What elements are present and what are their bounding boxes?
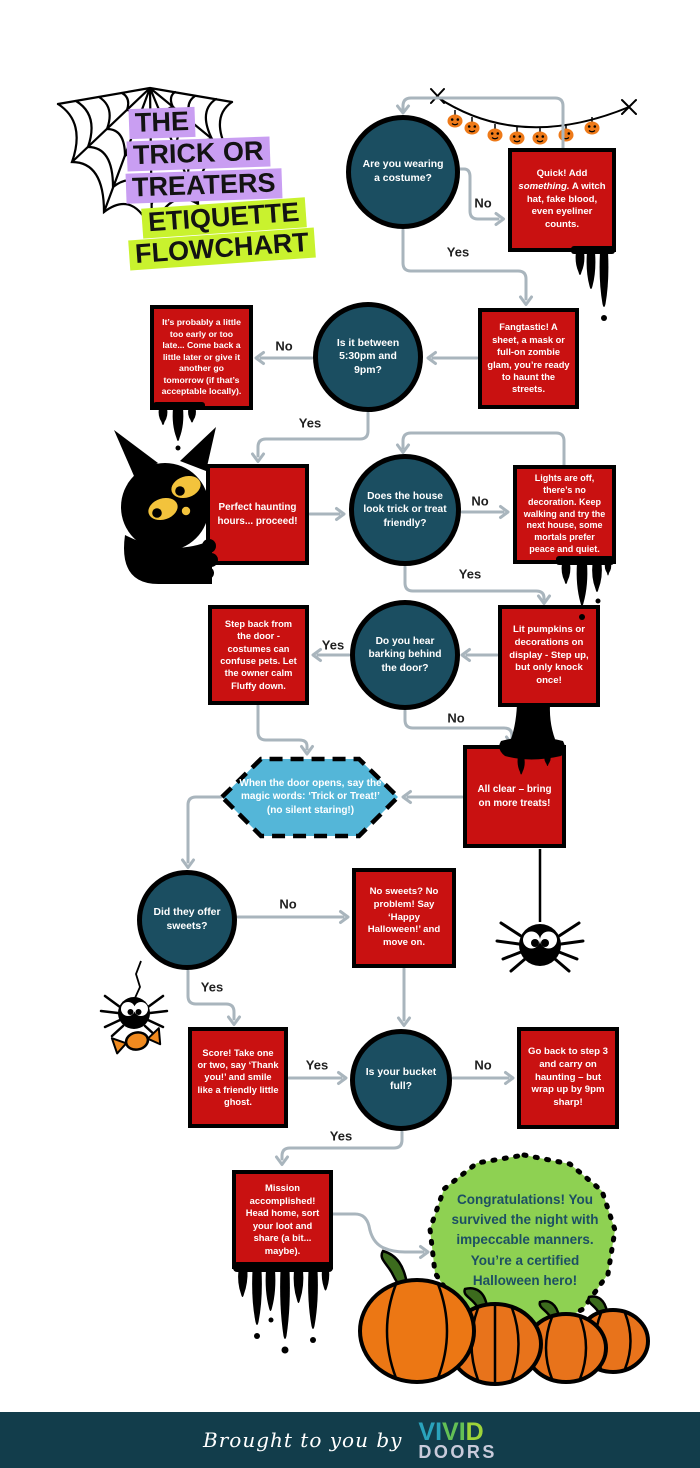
edge-label-yes-sweets: Yes: [200, 979, 224, 995]
footer-tagline: Brought to you by: [203, 1428, 403, 1452]
box-all-clear: All clear – bring on more treats!: [463, 745, 566, 848]
box-lights-off: Lights are off, there’s no decoration. K…: [513, 465, 616, 564]
footer-bar: Brought to you by VIVID DOORS: [0, 1412, 700, 1468]
box-quick-add-text: Quick! Add something. A witch hat, fake …: [518, 168, 606, 231]
edge-label-yes-score: Yes: [305, 1057, 329, 1073]
decision-barking-door: Do you hear barking behind the door?: [350, 600, 460, 710]
drip-under-mission: [233, 1262, 333, 1354]
octagon-congrats-text: Congratulations! You survived the night …: [451, 1191, 599, 1288]
title-line-the: THE: [128, 106, 196, 139]
spider-with-candy-icon: [99, 960, 169, 1055]
box-lit-pumpkins: Lit pumpkins or decorations on display -…: [498, 605, 600, 707]
box-fangtastic: Fangtastic! A sheet, a mask or full-on z…: [478, 308, 579, 409]
decision-house-friendly: Does the house look trick or treat frien…: [349, 454, 461, 566]
decision-offered-sweets: Did they offer sweets?: [137, 870, 237, 970]
edge-label-yes-costume: Yes: [446, 244, 470, 260]
edge-label-yes-barking: Yes: [321, 637, 345, 653]
box-go-back-step3: Go back to step 3 and carry on haunting …: [517, 1027, 619, 1129]
edge-label-yes-house: Yes: [458, 566, 482, 582]
vivid-part-3: D: [465, 1417, 484, 1446]
title-line-treaters: TREATERS: [125, 168, 282, 204]
pumpkin-bunting-icon: [430, 88, 637, 145]
box-quick-add-costume: Quick! Add something. A witch hat, fake …: [508, 148, 616, 252]
edge-label-no-costume: No: [474, 195, 492, 211]
vividdoors-logo: VIVID DOORS: [418, 1417, 497, 1462]
vivid-part-1: VI: [418, 1417, 443, 1446]
decision-wearing-costume: Are you wearing a costume?: [346, 115, 460, 229]
vivid-part-2: VI: [442, 1417, 466, 1446]
edge-label-no-time: No: [275, 338, 293, 354]
edge-label-no-sweets: No: [279, 896, 297, 912]
edge-label-no-barking: No: [447, 710, 465, 726]
edge-label-no-bucket: No: [474, 1057, 492, 1073]
title-line-trick-or: TRICK OR: [126, 136, 270, 172]
decision-bucket-full: Is your bucket full?: [350, 1029, 452, 1131]
edge-label-no-house: No: [471, 493, 489, 509]
decision-time-window: Is it between 5:30pm and 9pm?: [313, 302, 423, 412]
box-too-early-late: It’s probably a little too early or too …: [150, 305, 253, 410]
box-mission-accomplished: Mission accomplished! Head home, sort yo…: [232, 1170, 333, 1269]
hexagon-magic-words-text: When the door opens, say the magic words…: [239, 777, 382, 816]
box-score-thank-you: Score! Take one or two, say ‘Thank you!’…: [188, 1027, 288, 1128]
box-step-back-pets: Step back from the door - costumes can c…: [208, 605, 309, 705]
edge-label-yes-bucket: Yes: [329, 1128, 353, 1144]
doors-wordmark: DOORS: [418, 1441, 497, 1462]
edge-label-yes-time: Yes: [298, 415, 322, 431]
box-perfect-hours: Perfect haunting hours... proceed!: [206, 464, 309, 565]
hanging-spider-icon: [495, 849, 585, 973]
box-no-sweets: No sweets? No problem! Say ‘Happy Hallow…: [352, 868, 456, 968]
black-cat-icon: [114, 427, 218, 585]
vivid-wordmark: VIVID: [418, 1417, 497, 1446]
